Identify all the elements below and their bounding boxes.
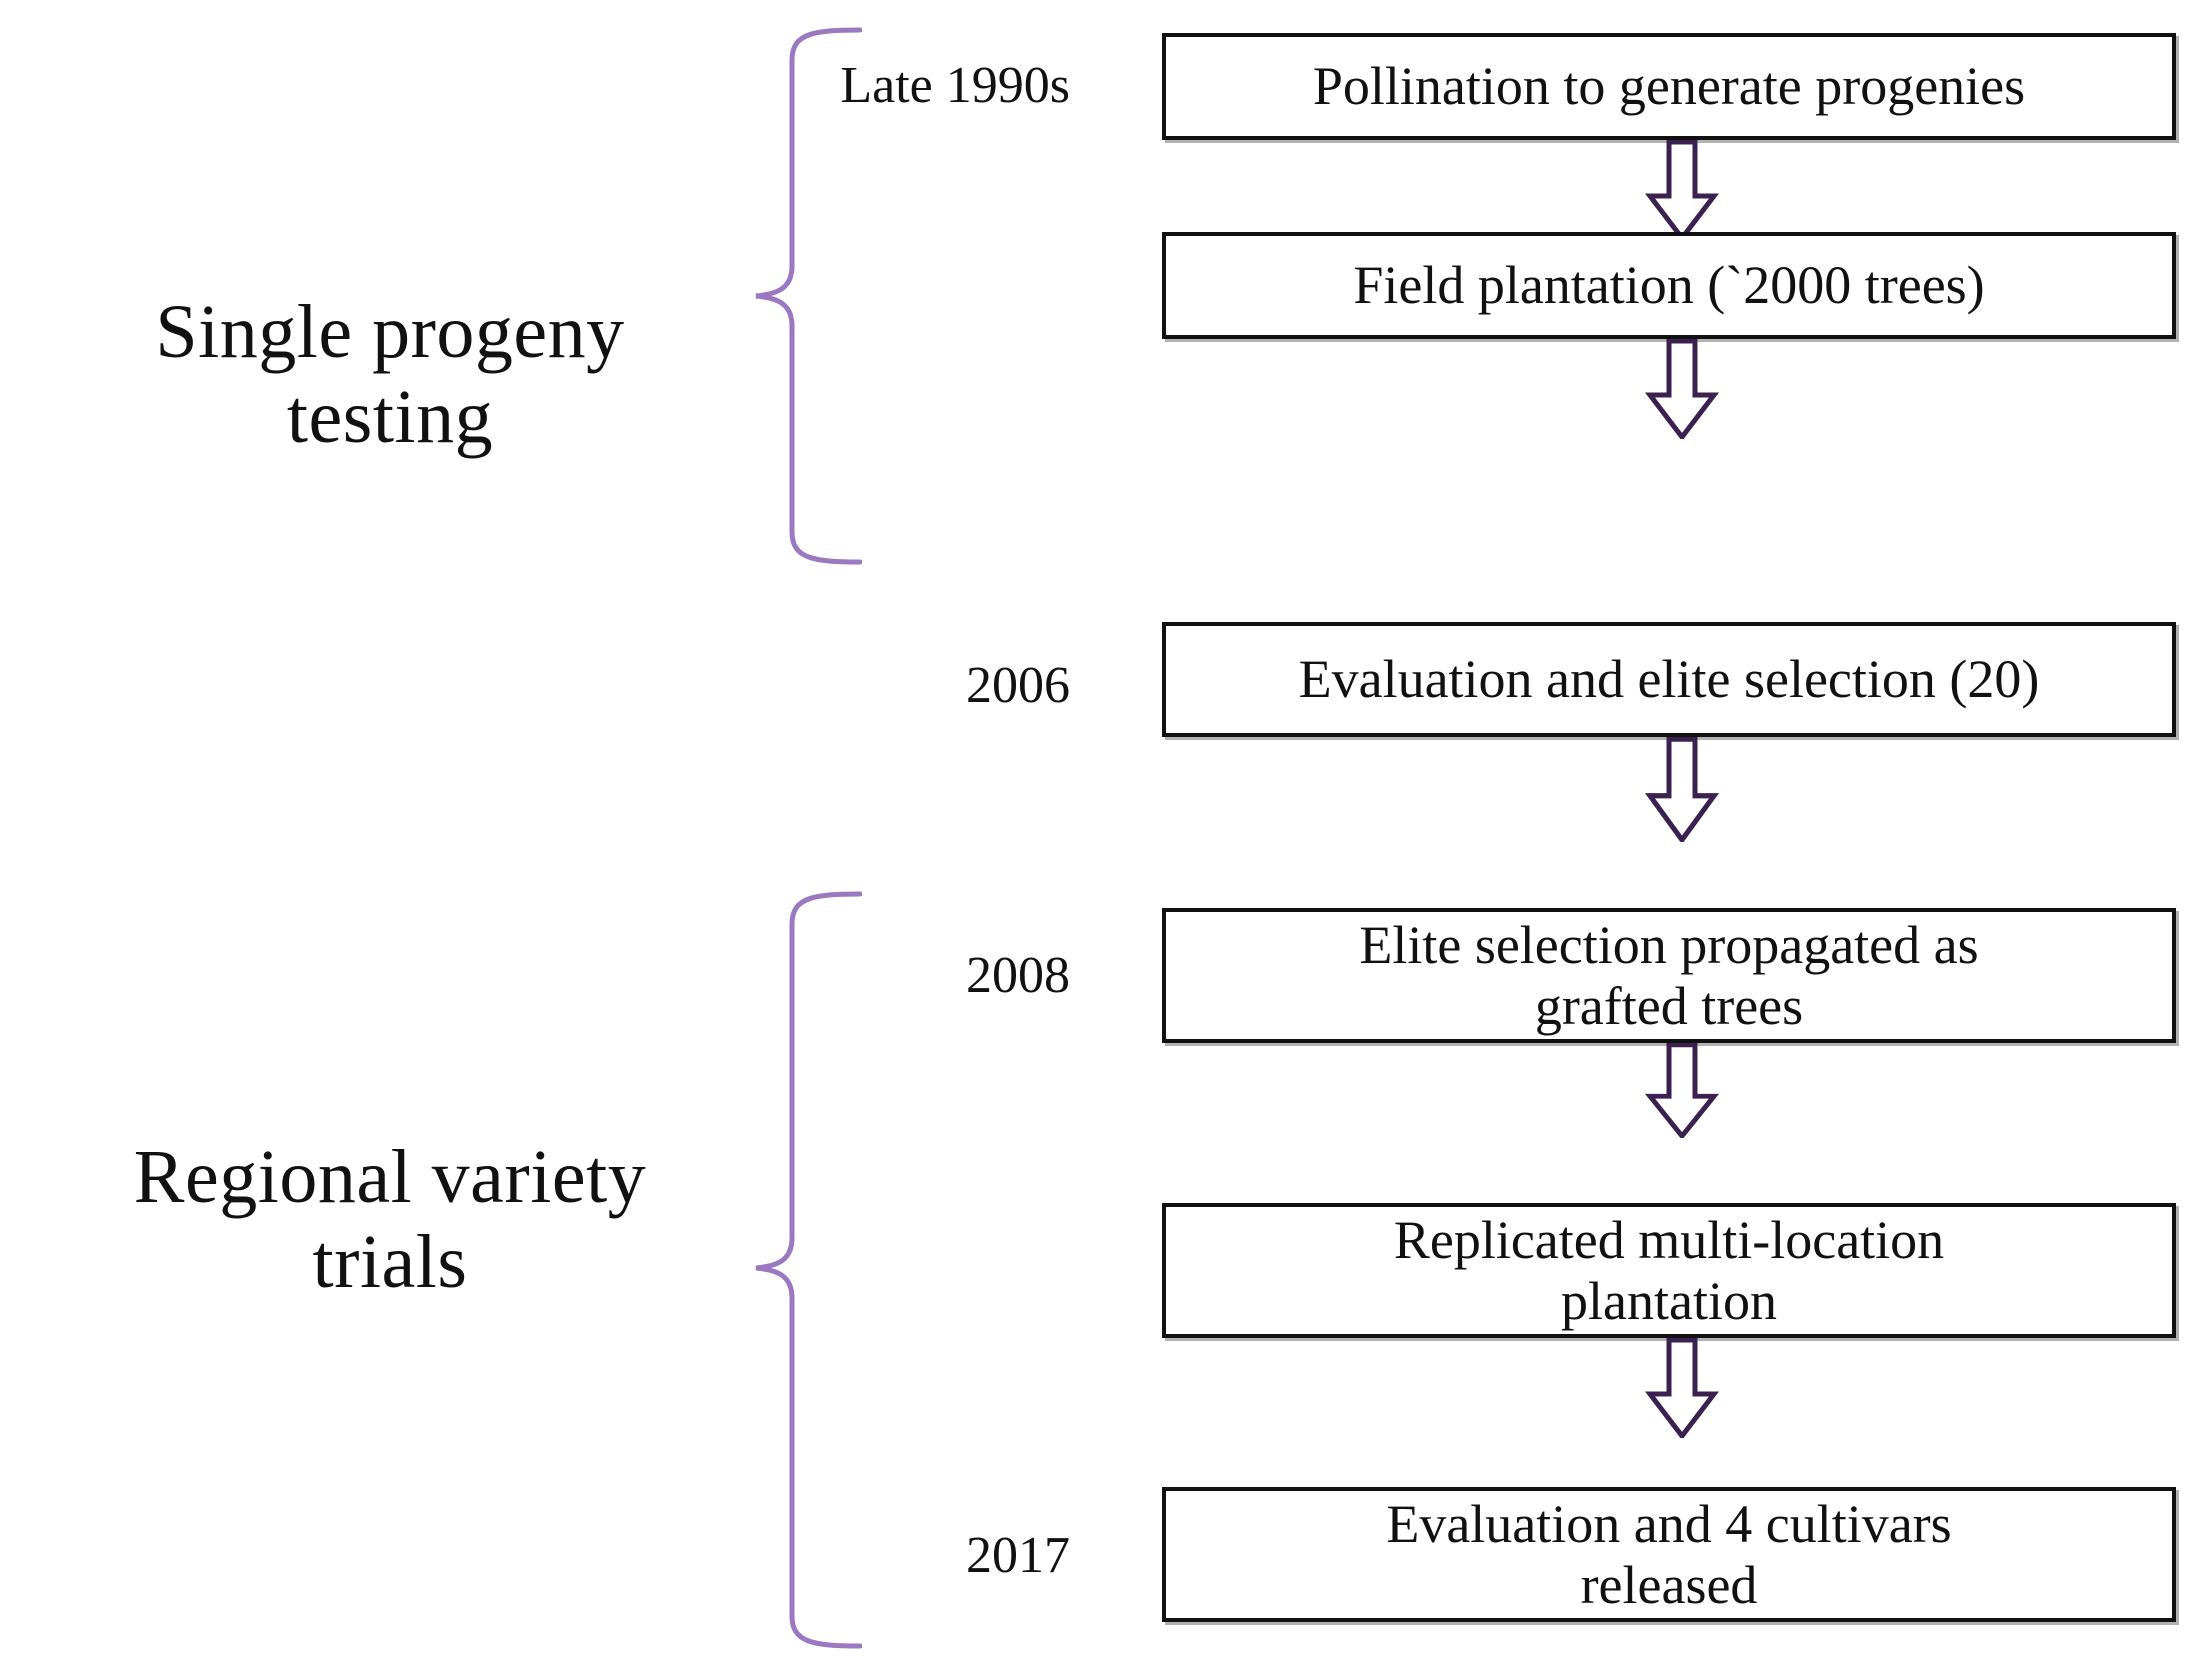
arrow-grafted-propagation-to-multi-location bbox=[1644, 1043, 1720, 1138]
box-grafted-propagation: Elite selection propagated as grafted tr… bbox=[1162, 908, 2176, 1043]
box-pollination: Pollination to generate progenies bbox=[1162, 33, 2176, 140]
year-label-grafted-propagation: 2008 bbox=[966, 947, 1070, 1004]
group-label-single-progeny-testing: Single progeny testing bbox=[155, 290, 625, 460]
arrow-multi-location-to-cultivars-released bbox=[1644, 1338, 1720, 1438]
arrow-pollination-to-field-plantation bbox=[1644, 140, 1720, 240]
box-field-plantation: Field plantation (`2000 trees) bbox=[1162, 232, 2176, 339]
year-label-evaluation-elite: 2006 bbox=[966, 657, 1070, 714]
year-label-pollination: Late 1990s bbox=[840, 57, 1070, 114]
year-label-cultivars-released: 2017 bbox=[966, 1527, 1070, 1584]
group-label-regional-variety-trials: Regional variety trials bbox=[133, 1135, 647, 1305]
box-evaluation-elite: Evaluation and elite selection (20) bbox=[1162, 622, 2176, 737]
arrow-field-plantation-to-evaluation-elite bbox=[1644, 339, 1720, 439]
arrow-evaluation-elite-to-grafted-propagation bbox=[1644, 737, 1720, 842]
box-cultivars-released: Evaluation and 4 cultivars released bbox=[1162, 1487, 2176, 1622]
box-multi-location: Replicated multi-location plantation bbox=[1162, 1203, 2176, 1338]
